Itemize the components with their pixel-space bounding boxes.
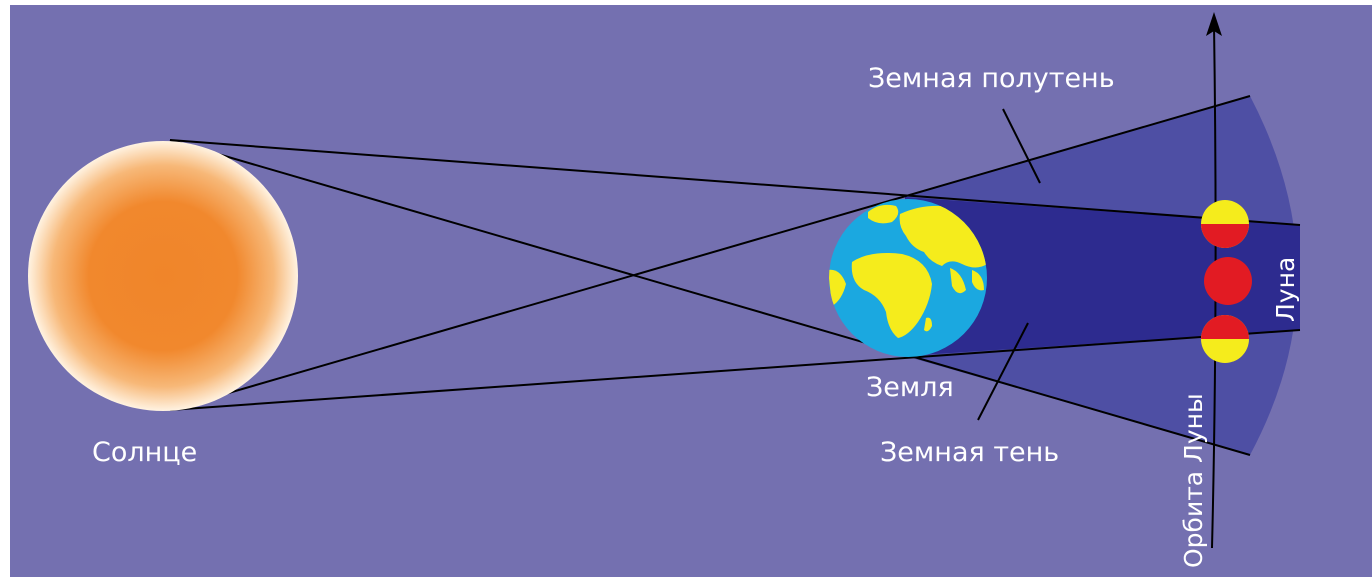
umbra-leader-line — [977, 322, 1029, 421]
moon-orbit-label: Орбита Луны — [1179, 393, 1208, 568]
penumbra-leader-line — [1002, 108, 1041, 184]
moon-position-middle — [1204, 257, 1252, 305]
inner-tangent-1 — [169, 139, 1251, 456]
moon-label: Луна — [1271, 257, 1300, 322]
outer-tangent-bottom — [169, 329, 1301, 411]
arrow-up-icon — [1206, 12, 1222, 36]
sun-label: Солнце — [92, 437, 197, 468]
earth-label: Земля — [866, 372, 954, 403]
moon-icon — [1201, 200, 1252, 363]
tangent-lines — [169, 95, 1301, 456]
earth-globe-icon — [829, 199, 987, 357]
penumbra-label: Земная полутень — [868, 63, 1115, 94]
inner-tangent-2 — [169, 95, 1251, 411]
umbra-region — [905, 197, 1300, 356]
umbra-label: Земная тень — [880, 437, 1059, 468]
sun-icon — [28, 141, 298, 411]
outer-tangent-top — [169, 139, 1301, 226]
